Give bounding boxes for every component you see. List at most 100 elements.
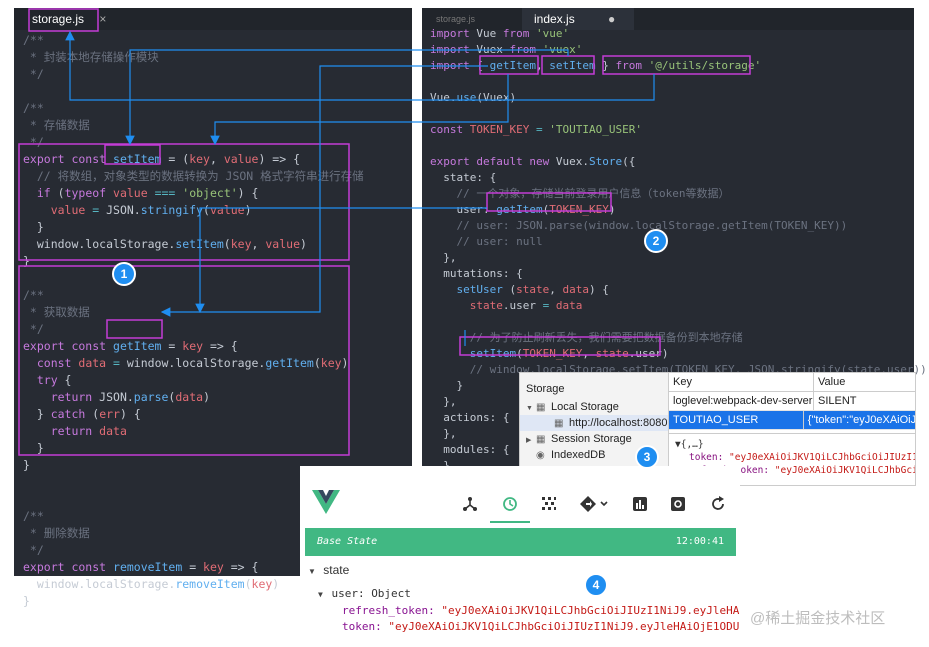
code-line: window.localStorage.setItem(key, value)	[23, 236, 364, 253]
table-row[interactable]: TOUTIAO_USER{"token":"eyJ0eXAiOiJK	[669, 411, 915, 430]
caret-down-icon: ▼	[318, 590, 323, 599]
preview-key: token:	[689, 452, 730, 463]
code-token: // user: null	[430, 235, 543, 248]
code-token: // 为了防止刷新丢失，我们需要把数据备份到本地存储	[430, 331, 743, 344]
code-token: * 封装本地存储操作模块	[23, 50, 159, 64]
field-value: "eyJ0eXAiOiJKV1QiLCJhbGciOiJIUzI1NiJ9.ey…	[441, 604, 740, 617]
code-line: state.user = data	[430, 298, 927, 314]
code-token: =	[161, 339, 183, 353]
code-token: (	[516, 347, 523, 360]
code-token: removeItem	[175, 577, 245, 591]
state-root[interactable]: ▼ state	[308, 562, 740, 580]
code-token: }	[23, 594, 30, 608]
code-token: {	[64, 373, 72, 387]
badge-2: 2	[652, 234, 660, 248]
code-line: setUser (state, data) {	[430, 282, 927, 298]
code-token: },	[430, 395, 457, 408]
settings-icon[interactable]	[670, 496, 686, 512]
performance-icon[interactable]	[632, 496, 648, 512]
routing-icon[interactable]	[580, 496, 610, 512]
code-token: * 删除数据	[23, 526, 90, 540]
code-token: ,	[549, 283, 563, 296]
code-token: ({	[622, 155, 636, 168]
code-line: /**	[23, 32, 364, 49]
code-token: getItem	[496, 203, 543, 216]
code-token: import	[430, 27, 477, 40]
preview-head[interactable]: ▼{,…}	[675, 439, 704, 450]
code-line: */	[23, 66, 364, 83]
tab-label: index.js	[534, 12, 575, 26]
vuex-tab-active-indicator	[490, 521, 530, 523]
code-line: import Vuex from 'vuex'	[430, 42, 927, 58]
code-token: Store	[588, 155, 623, 168]
close-icon[interactable]: ×	[99, 12, 107, 26]
preview-line: token: "eyJ0eXAiOiJKV1QiLCJhbGciOiJIUzI1	[669, 451, 915, 464]
code-token: /**	[23, 33, 44, 47]
column-value[interactable]: Value	[818, 376, 846, 388]
components-icon[interactable]	[462, 496, 478, 512]
caret-down-icon: ▼	[308, 567, 316, 576]
refresh-icon[interactable]	[710, 496, 726, 512]
code-token: * 获取数据	[23, 305, 90, 319]
code-token: return	[23, 424, 100, 438]
code-line: * 获取数据	[23, 304, 364, 321]
storage-tree-item[interactable]: ▦http://localhost:8080	[520, 415, 668, 431]
storage-tree-item[interactable]: ◉IndexedDB	[520, 447, 668, 463]
code-token: setItem	[430, 347, 517, 360]
tab-storage-js-inactive[interactable]: storage.js	[436, 14, 476, 24]
code-token: window.localStorage.	[126, 356, 266, 370]
code-token: ,	[582, 347, 596, 360]
code-token: // 将数组，对象类型的数据转换为 JSON 格式字符串进行存储	[23, 169, 364, 183]
code-token: value	[265, 237, 300, 251]
code-token: (Vuex)	[476, 91, 517, 104]
code-line: state: {	[430, 170, 927, 186]
code-token: */	[23, 322, 44, 336]
code-token: const	[430, 123, 470, 136]
base-state-time: 12:00:41	[675, 536, 724, 547]
code-token: {	[476, 59, 490, 72]
code-token: typeof	[64, 186, 114, 200]
code-token: getItem	[113, 339, 162, 353]
code-token: key	[320, 356, 342, 370]
code-token: */	[23, 543, 44, 557]
code-line: window.localStorage.removeItem(key)	[23, 576, 364, 593]
code-line: },	[430, 394, 927, 410]
base-state-bar[interactable]: Base State 12:00:41	[305, 528, 736, 556]
tab-index-js[interactable]: index.js ●	[522, 8, 634, 30]
code-token: const	[23, 356, 79, 370]
code-token: TOKEN_KEY	[469, 123, 530, 136]
field-value: "eyJ0eXAiOiJKV1QiLCJhbGciOiJIUzI1NiJ9.ey…	[388, 620, 740, 633]
code-line: }	[23, 593, 364, 610]
code-line: actions: {	[430, 410, 927, 426]
code-line: import { getItem, setItem } from '@/util…	[430, 58, 927, 74]
code-token: // user: JSON.parse(window.localStorage.…	[430, 219, 848, 232]
history-icon[interactable]	[502, 496, 518, 512]
code-line: */	[23, 542, 364, 559]
cell-value: {"token":"eyJ0eXAiOiJK	[807, 414, 915, 426]
code-token: setItem	[175, 237, 224, 251]
tab-storage-js[interactable]: storage.js ×	[32, 8, 106, 30]
grid-icon: ▦	[536, 434, 546, 445]
code-token: from	[502, 27, 536, 40]
code-token: import	[430, 59, 477, 72]
code-line: // 为了防止刷新丢失，我们需要把数据备份到本地存储	[430, 330, 927, 346]
code-token: = (	[161, 152, 190, 166]
code-token: (	[509, 283, 517, 296]
storage-tree-item[interactable]: ▶▦Session Storage	[520, 431, 668, 447]
code-line: export const setItem = (key, value) => {	[23, 151, 364, 168]
code-token: try	[23, 373, 65, 387]
tree-label: IndexedDB	[551, 449, 606, 461]
column-key[interactable]: Key	[669, 373, 814, 391]
code-line: user: getItem(TOKEN_KEY)	[430, 202, 927, 218]
code-token: }	[23, 254, 30, 268]
code-token: .user	[502, 299, 543, 312]
code-token: }	[595, 59, 616, 72]
storage-tree-item[interactable]: ▼▦Local Storage	[520, 399, 668, 415]
code-token: removeItem	[113, 560, 183, 574]
events-icon[interactable]	[541, 496, 557, 512]
user-node[interactable]: ▼ user: Object	[308, 586, 740, 603]
state-field[interactable]: refresh_token: "eyJ0eXAiOiJKV1QiLCJhbGci…	[342, 603, 740, 619]
state-field[interactable]: token: "eyJ0eXAiOiJKV1QiLCJhbGciOiJIUzI1…	[342, 619, 740, 635]
code-line: * 封装本地存储操作模块	[23, 49, 364, 66]
